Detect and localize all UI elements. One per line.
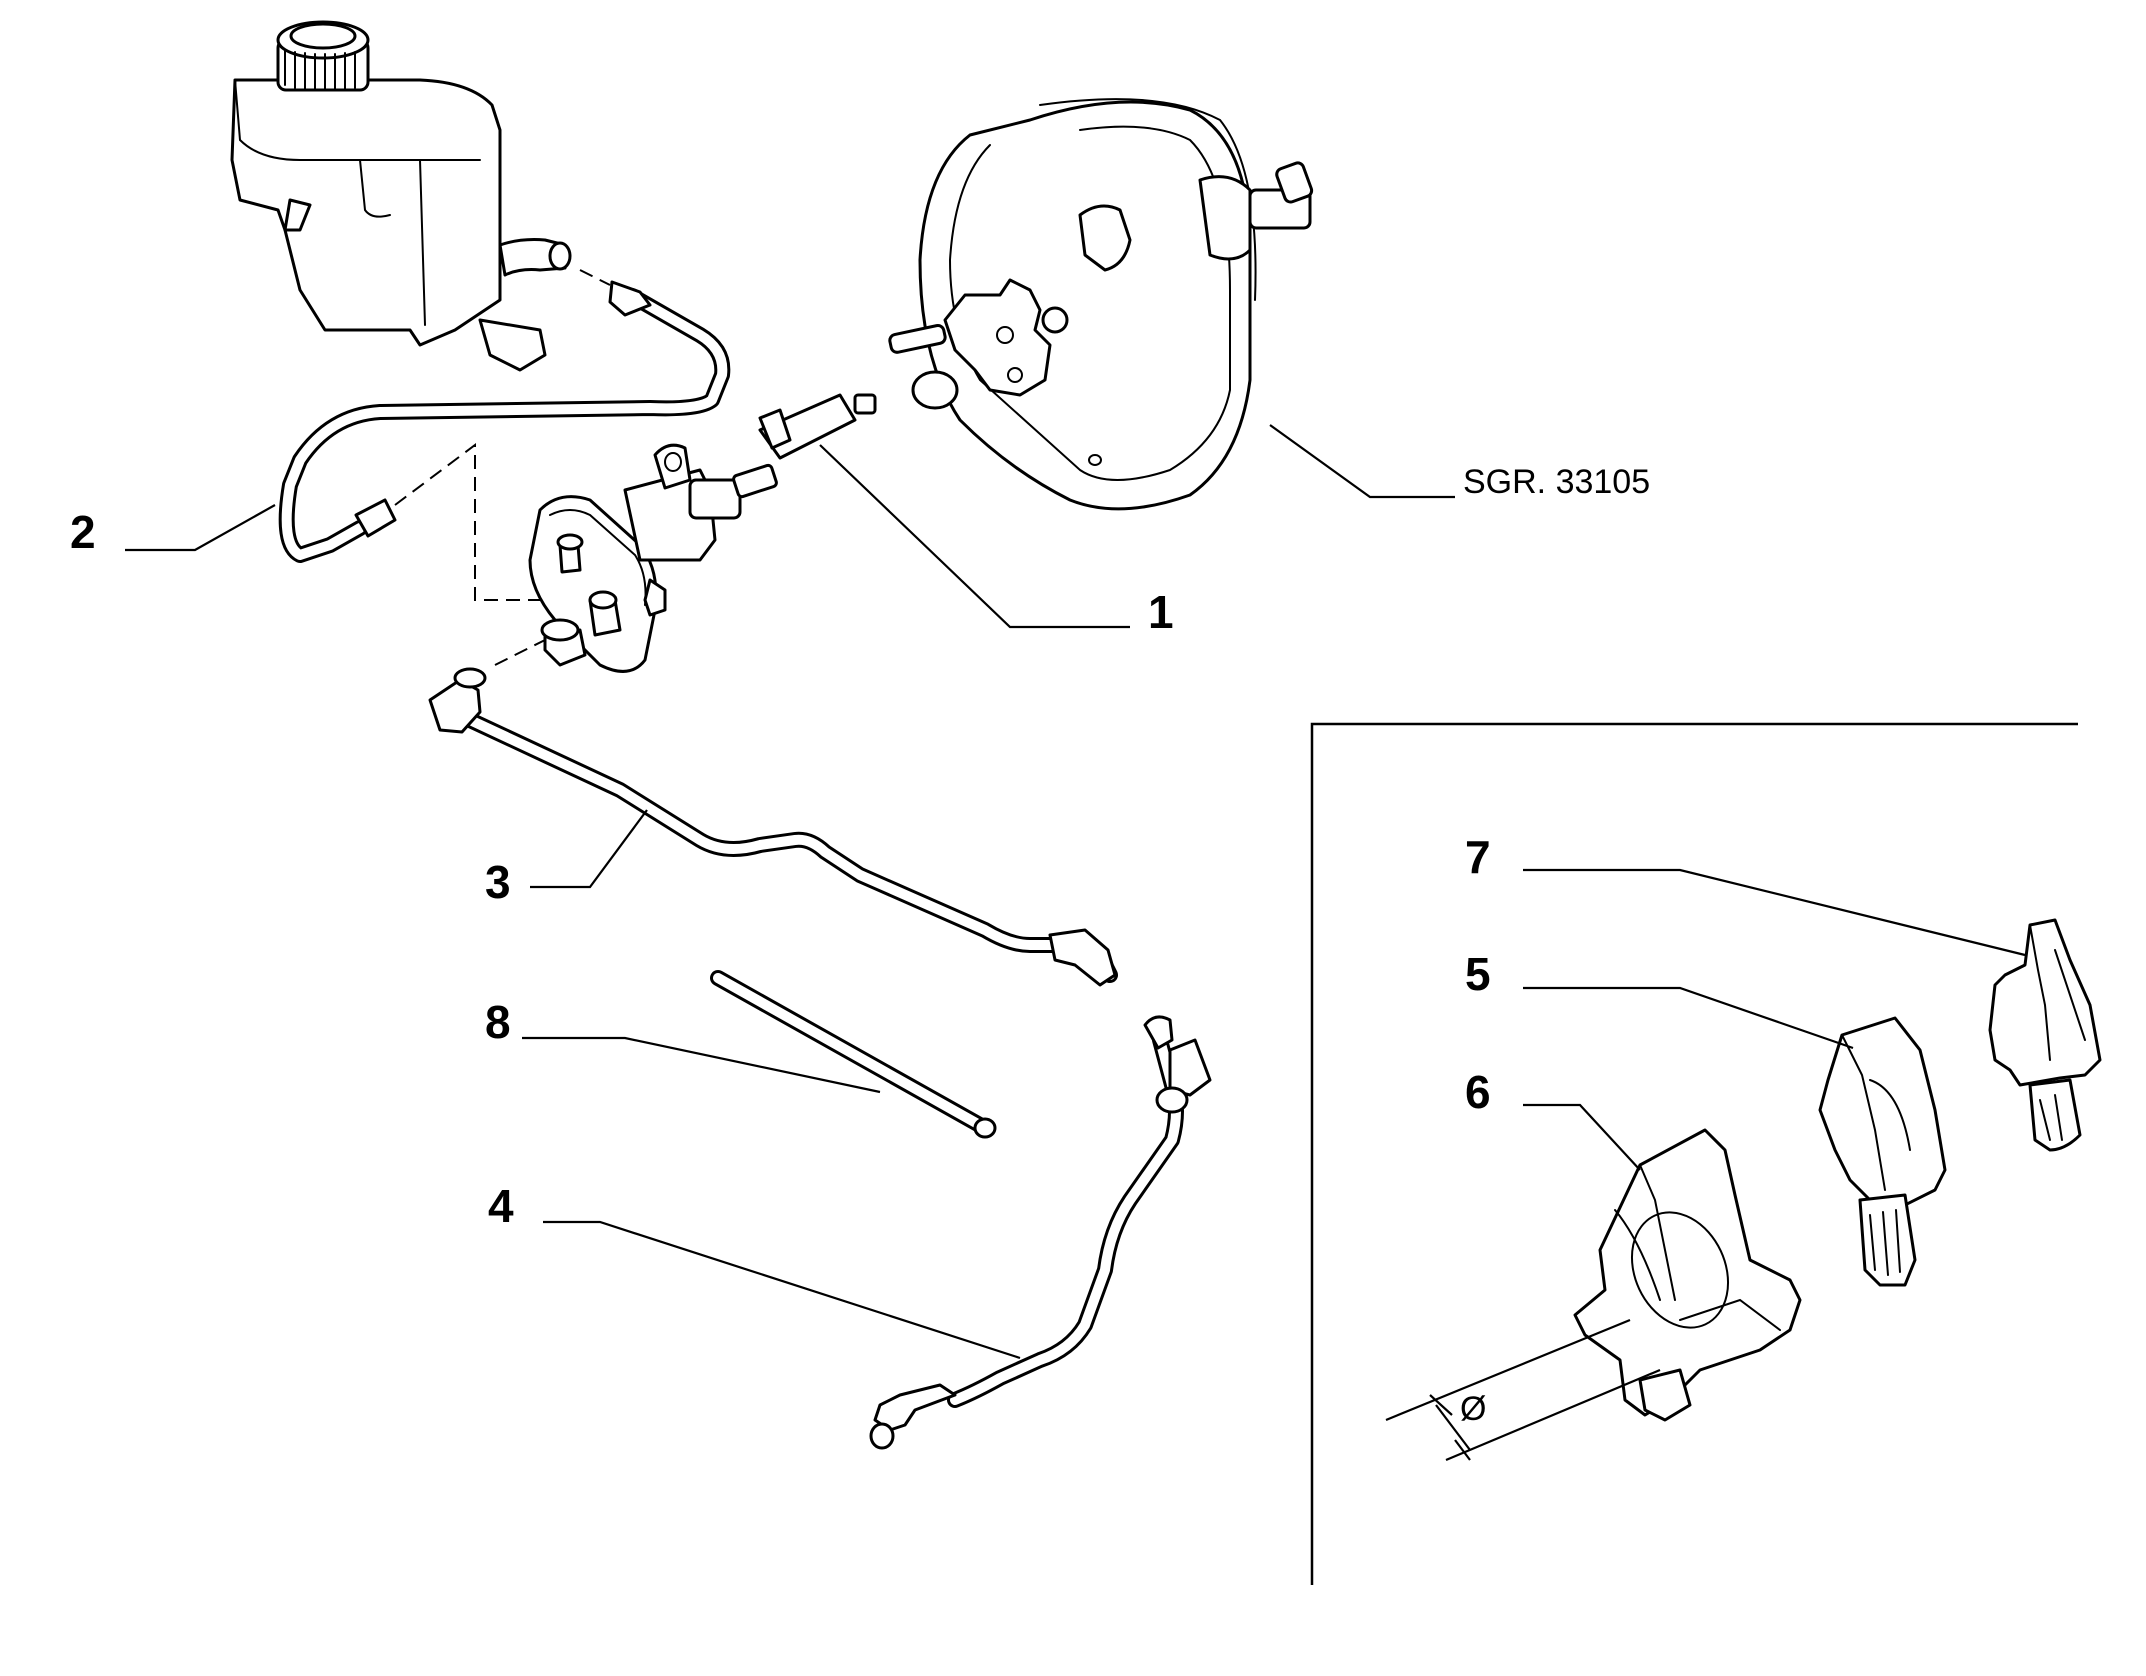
brake-booster (888, 98, 1314, 511)
callout-8: 8 (485, 996, 511, 1048)
hose-2 (278, 269, 731, 601)
clip-7 (1988, 918, 2102, 1152)
callout-4: 4 (488, 1180, 514, 1232)
fluid-reservoir (230, 20, 572, 372)
diameter-symbol: Ø (1460, 1390, 1486, 1428)
callout-5: 5 (1465, 948, 1491, 1000)
pipe-3 (428, 639, 1118, 987)
inset-frame (1310, 722, 2078, 1585)
callout-1: 1 (1148, 586, 1174, 638)
clip-6 (1573, 1128, 1802, 1422)
diameter-dimension: Ø (1385, 1318, 1661, 1462)
callout-6: 6 (1465, 1066, 1491, 1118)
callout-3: 3 (485, 856, 511, 908)
callout-2: 2 (70, 506, 96, 558)
callout-7: 7 (1465, 831, 1491, 883)
reference-label: SGR. 33105 (1463, 463, 1650, 501)
clutch-master-cylinder (528, 393, 877, 673)
clip-5 (1818, 1016, 1947, 1287)
leader-lines (125, 424, 2026, 1360)
hose-8 (710, 970, 997, 1139)
pipe-4 (869, 1015, 1212, 1450)
